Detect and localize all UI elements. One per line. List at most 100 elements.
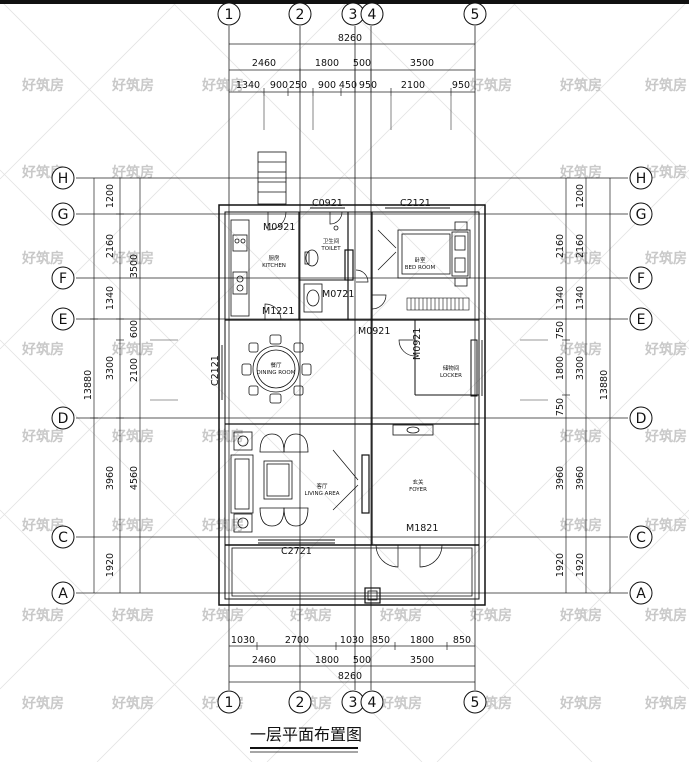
- axis-label-top: 2: [296, 7, 305, 23]
- door-code: M0921: [263, 222, 295, 233]
- room-label-kitchen: 厨房: [268, 254, 280, 262]
- dimension-text: 1340: [575, 286, 586, 310]
- room-label-toilet: 卫生间: [323, 237, 340, 245]
- watermark-text: 好筑房: [111, 164, 154, 181]
- watermark-text: 好筑房: [644, 517, 687, 534]
- dimension-text: 1200: [575, 184, 586, 208]
- watermark-text: 好筑房: [644, 428, 687, 445]
- axis-label-top: 1: [225, 7, 234, 23]
- dimension-text: 3300: [575, 356, 586, 380]
- watermark-text: 好筑房: [379, 695, 422, 712]
- watermark-text: 好筑房: [21, 77, 64, 94]
- room-label-foyer: 玄关: [412, 478, 424, 486]
- dimension-text: 3960: [575, 466, 586, 490]
- watermark-text: 好筑房: [379, 607, 422, 624]
- dimension-text: 450: [339, 80, 357, 91]
- dimension-text: 500: [353, 58, 371, 69]
- axis-label-bottom: 3: [349, 695, 358, 711]
- axis-label-bottom: 1: [225, 695, 234, 711]
- wardrobe: [406, 297, 470, 311]
- dimension-text: 950: [359, 80, 377, 91]
- dimension-text: 3300: [105, 356, 116, 380]
- door-code: M1221: [262, 306, 294, 317]
- door-code: M1821: [406, 523, 438, 534]
- living-room-furniture: [230, 431, 309, 533]
- top-edge-band: [0, 0, 689, 4]
- axis-label-right: A: [636, 586, 646, 602]
- watermark-text: 好筑房: [21, 607, 64, 624]
- axis-label-left: G: [58, 207, 69, 223]
- right-dimensions: 1200 2160 1340 750 1800 750 3960 1920 21…: [555, 184, 610, 577]
- watermark-text: 好筑房: [21, 517, 64, 534]
- dimension-text: 2100: [129, 358, 140, 382]
- dimension-total-bottom: 8260: [338, 671, 362, 682]
- watermark-text: 好筑房: [111, 250, 154, 267]
- dimension-text: 2460: [252, 58, 276, 69]
- watermark-text: 好筑房: [559, 517, 602, 534]
- axis-label-bottom: 2: [296, 695, 305, 711]
- dimension-total-top: 8260: [338, 33, 362, 44]
- dimension-text: 3500: [410, 58, 434, 69]
- axis-label-right: C: [636, 530, 646, 546]
- watermark-text: 好筑房: [559, 250, 602, 267]
- watermark-text: 好筑房: [644, 607, 687, 624]
- entry-steps: [257, 151, 287, 205]
- dimension-text: 850: [372, 635, 390, 646]
- dimension-text: 950: [452, 80, 470, 91]
- axis-label-left: D: [58, 411, 69, 427]
- dimension-text: 1800: [315, 58, 339, 69]
- dimension-text: 3500: [129, 254, 140, 278]
- room-labels: 厨房 KITCHEN 卫生间 TOILET 卧室 BED ROOM 餐厅 DIN…: [257, 237, 463, 497]
- axis-labels: 1 2 3 4 5 1 2 3 4 5 H G F E D C A H G F …: [58, 7, 647, 711]
- building-inner-outline: [224, 211, 480, 600]
- cabinets: [344, 249, 478, 514]
- dimension-text: 1340: [105, 286, 116, 310]
- dimension-text: 1030: [231, 635, 255, 646]
- dining-table: [241, 334, 312, 404]
- door-code: M0921: [358, 326, 390, 337]
- bottom-dimensions: 1030 2700 1030 850 1800 850 2460 1800 50…: [231, 635, 471, 682]
- dimension-text: 1920: [555, 553, 566, 577]
- axis-label-top: 5: [471, 7, 480, 23]
- watermark-text: 好筑房: [201, 428, 244, 445]
- dimension-text: 1920: [575, 553, 586, 577]
- walls: [218, 204, 486, 606]
- building-outline: [218, 204, 486, 606]
- axis-label-left: E: [59, 312, 68, 328]
- axis-label-bottom: 4: [368, 695, 377, 711]
- toilet-fixtures: [303, 225, 339, 313]
- dimension-text: 1340: [555, 286, 566, 310]
- dimension-total-left: 13880: [83, 370, 94, 400]
- watermark-text: 好筑房: [559, 607, 602, 624]
- room-label-toilet-en: TOILET: [320, 246, 341, 252]
- axis-label-right: D: [636, 411, 647, 427]
- watermark-text: 好筑房: [111, 341, 154, 358]
- watermark-text: 好筑房: [559, 164, 602, 181]
- watermark-text: 好筑房: [469, 77, 512, 94]
- left-dimensions: 13880 1200 2160 1340 3300 3960 1920 3500…: [83, 184, 140, 577]
- bed: [397, 221, 471, 287]
- axis-label-top: 3: [349, 7, 358, 23]
- watermark-text: 好筑房: [559, 695, 602, 712]
- watermark-text: 好筑房: [644, 250, 687, 267]
- dimension-text: 1800: [315, 655, 339, 666]
- watermark-text: 好筑房: [21, 341, 64, 358]
- axis-circles: [51, 2, 653, 714]
- doors: [264, 211, 443, 568]
- room-label-living-en: LIVING AREA: [304, 491, 339, 497]
- watermark-text: 好筑房: [111, 695, 154, 712]
- room-label-kitchen-en: KITCHEN: [262, 263, 286, 269]
- dimension-text: 1030: [340, 635, 364, 646]
- porch-column: [364, 587, 381, 604]
- watermark-text: 好筑房: [644, 341, 687, 358]
- dimension-text: 3960: [105, 466, 116, 490]
- watermark-text: 好筑房: [201, 77, 244, 94]
- dimension-text: 500: [353, 655, 371, 666]
- kitchen-fixtures: [230, 219, 250, 317]
- dimension-text: 4560: [129, 466, 140, 490]
- opening-codes: M0921 C0921 C2121 M0721 M1221 M0921 M092…: [210, 198, 438, 557]
- dimension-text: 750: [555, 398, 566, 416]
- axis-label-right: G: [636, 207, 647, 223]
- watermark-text: 好筑房: [21, 695, 64, 712]
